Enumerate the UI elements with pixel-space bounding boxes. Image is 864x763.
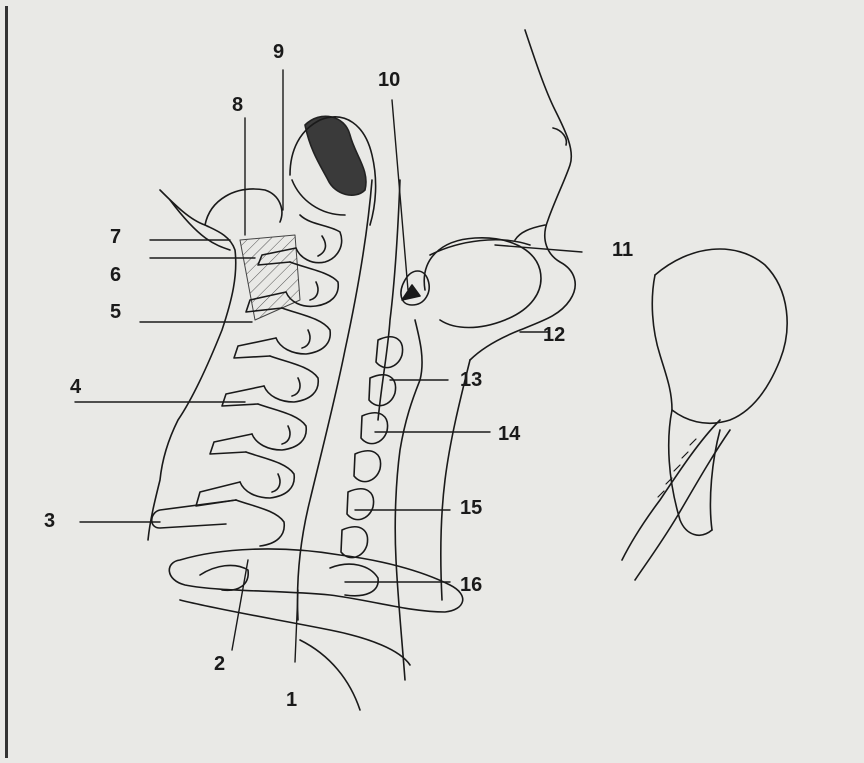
- larynx-outline: [395, 320, 422, 680]
- label-10: 10: [378, 70, 400, 90]
- vertebral-bodies: [341, 337, 403, 558]
- cranial-dark-region: [305, 116, 366, 195]
- sternal-head: [330, 564, 378, 596]
- pharynx-posterior: [378, 180, 400, 420]
- label-9: 9: [273, 42, 284, 62]
- tongue-outline: [424, 238, 541, 328]
- label-16: 16: [460, 575, 482, 595]
- label-7: 7: [110, 227, 121, 247]
- palate-line: [430, 240, 530, 255]
- label-15: 15: [460, 498, 482, 518]
- label-5: 5: [110, 302, 121, 322]
- trachea-anterior: [441, 360, 470, 600]
- mouth-line: [515, 225, 545, 240]
- label-6: 6: [110, 265, 121, 285]
- label-2: 2: [214, 654, 225, 674]
- hatched-region: [240, 235, 300, 320]
- arrow-marker: [402, 285, 420, 300]
- label-4: 4: [70, 377, 81, 397]
- label-14: 14: [498, 424, 520, 444]
- label-8: 8: [232, 95, 243, 115]
- rib-curve: [200, 565, 248, 590]
- posterior-outline: [148, 190, 236, 540]
- larynx-detail: [622, 249, 787, 580]
- lower-contour: [300, 640, 360, 710]
- label-3: 3: [44, 511, 55, 531]
- label-11: 11: [612, 240, 633, 260]
- label-13: 13: [460, 370, 482, 390]
- label-1: 1: [286, 690, 297, 710]
- occiput-curve: [205, 189, 282, 225]
- label-12: 12: [543, 325, 565, 345]
- clavicle: [169, 549, 462, 612]
